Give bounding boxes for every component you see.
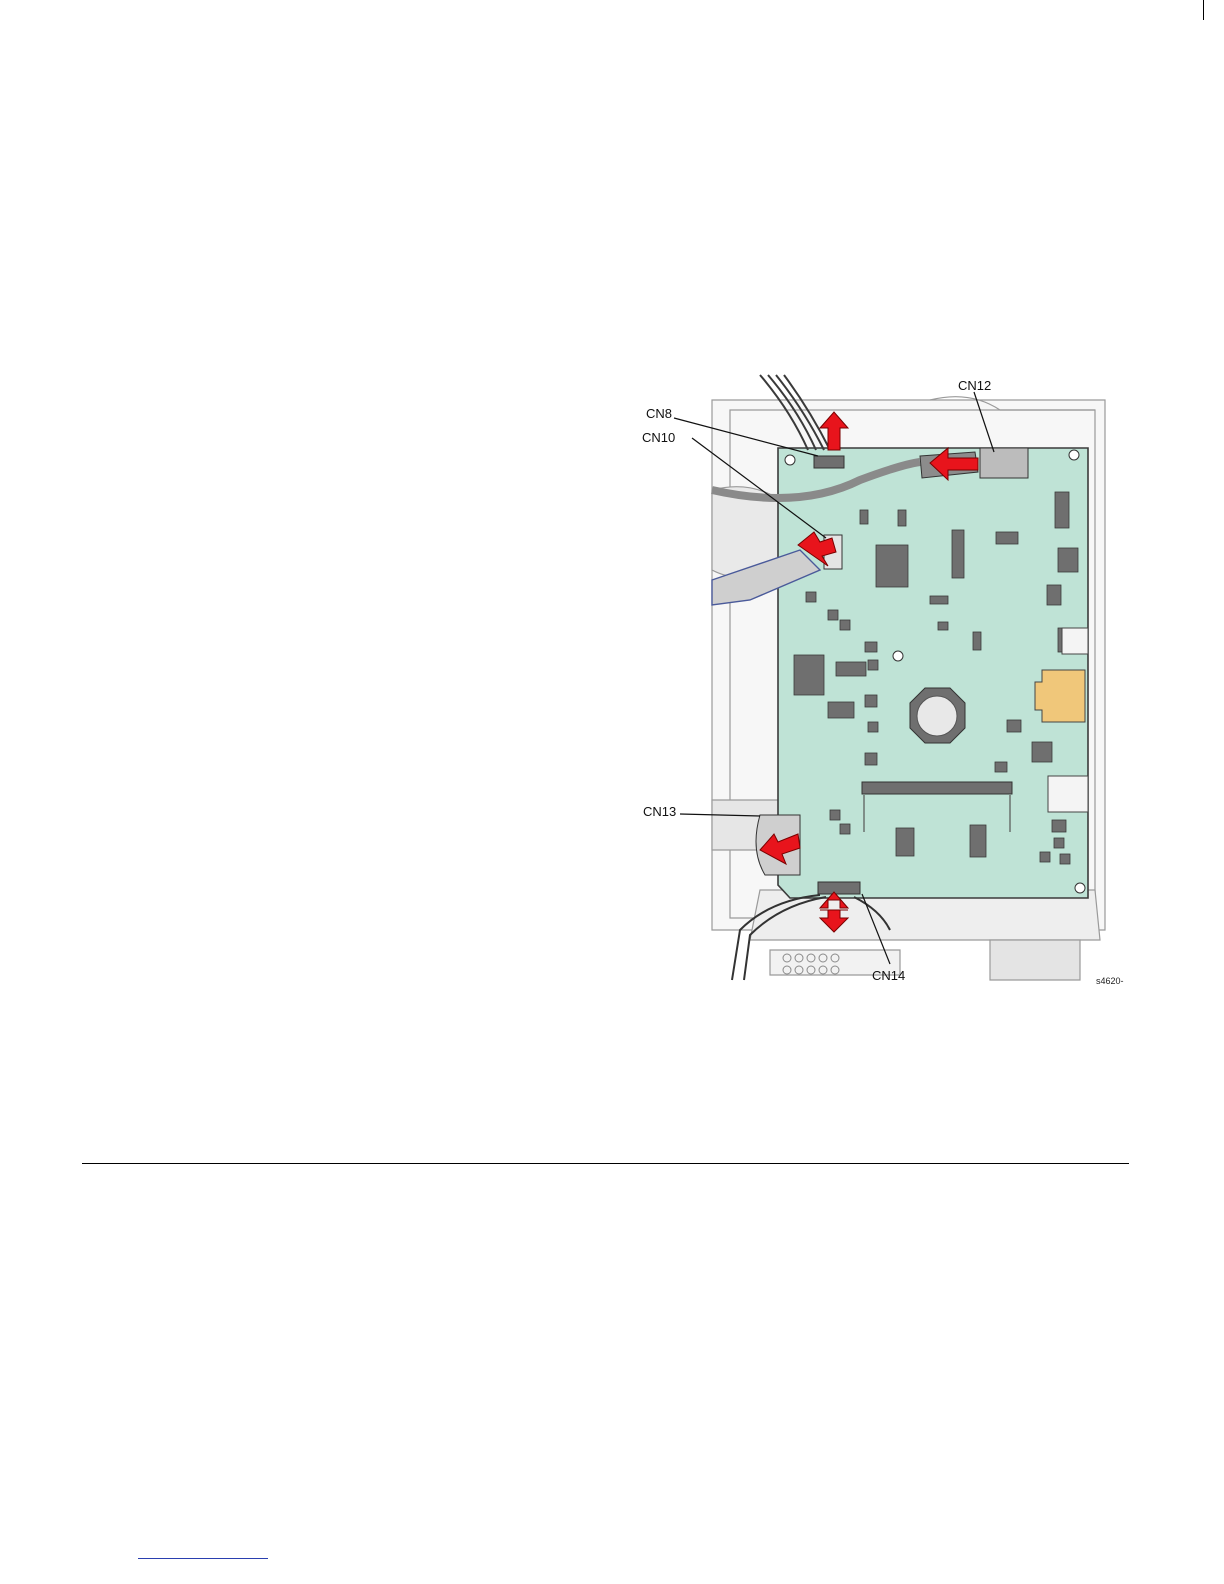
callout-cn12: CN12	[958, 378, 991, 393]
section-divider	[82, 1163, 1129, 1164]
callout-cn10: CN10	[642, 430, 675, 445]
figure-identifier: s4620-	[1096, 976, 1124, 986]
callout-cn14: CN14	[872, 968, 905, 983]
footer-link-underline[interactable]	[138, 1558, 268, 1559]
callout-cn13: CN13	[643, 804, 676, 819]
page-corner-rule	[1203, 0, 1204, 20]
callout-cn8: CN8	[646, 406, 672, 421]
figure-illustration	[640, 370, 1130, 990]
memory-slot	[862, 782, 1012, 794]
bracket	[1035, 670, 1085, 722]
main-board-connector-figure: CN8 CN10 CN12 CN13 CN14 s4620-	[640, 370, 1130, 990]
